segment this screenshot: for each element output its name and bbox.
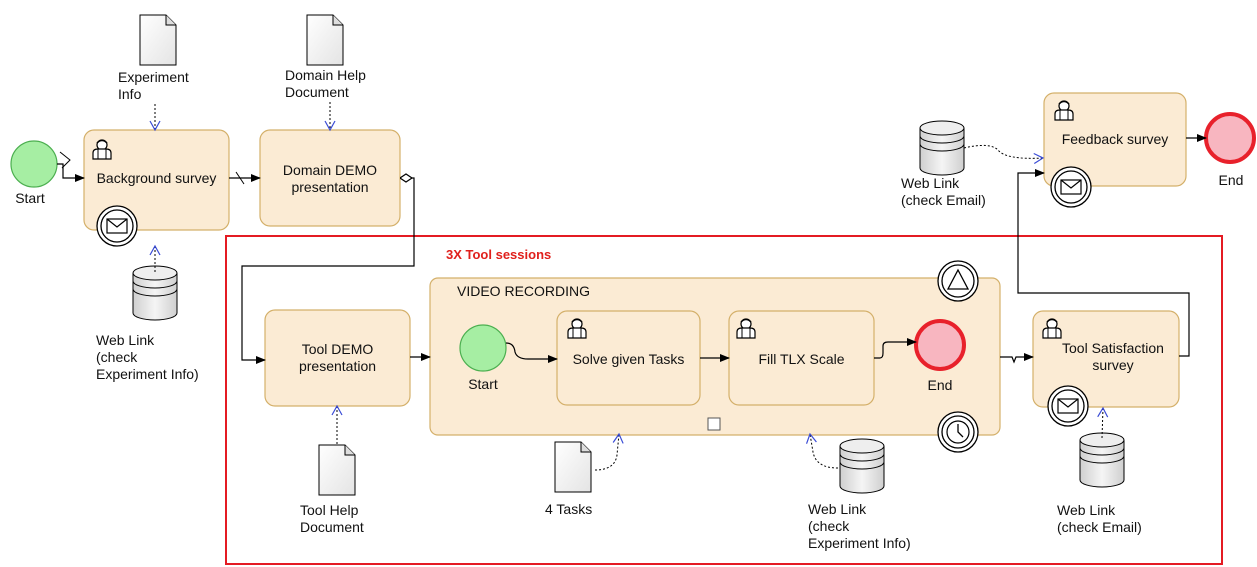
tool-sessions-label: 3X Tool sessions: [446, 247, 552, 262]
envelope-icon[interactable]: [1047, 385, 1089, 427]
data-associations: [149, 102, 1109, 471]
video-recording-subprocess[interactable]: [429, 277, 1001, 436]
task-label-domain-demo: Domain DEMO presentation: [282, 162, 378, 195]
task-label-tool-demo: Tool DEMO presentation: [298, 341, 377, 374]
database-icon: [1079, 432, 1125, 488]
web-link-email-label-2: Web Link (check Email): [1057, 502, 1142, 535]
database-icon: [132, 265, 178, 321]
web-link-experiment-label-2: Web Link (check Experiment Info): [808, 501, 911, 551]
envelope-icon[interactable]: [1050, 166, 1092, 208]
four-tasks-label: 4 Tasks: [545, 501, 593, 517]
sequence-flows: [57, 134, 1207, 362]
database-icon: [839, 438, 885, 494]
web-link-experiment-label-1: Web Link (check Experiment Info): [96, 332, 199, 382]
envelope-icon[interactable]: [96, 205, 138, 247]
end-sub-label: End: [927, 377, 953, 393]
experiment-info-label: Experiment Info: [118, 69, 189, 102]
document-icon: [306, 14, 344, 66]
triangle-signal-icon[interactable]: [937, 260, 979, 302]
document-icon: [318, 444, 356, 496]
task-label-fill-tlx: Fill TLX Scale: [758, 351, 845, 367]
video-recording-title: VIDEO RECORDING: [457, 283, 591, 299]
document-icon: [554, 441, 592, 493]
end-event-sub[interactable]: [914, 319, 966, 371]
end-label: End: [1218, 172, 1244, 188]
tool-sessions-group-border: [225, 235, 1223, 565]
task-feedback-survey[interactable]: [1043, 92, 1187, 187]
database-icon: [919, 120, 965, 176]
start-event-sub[interactable]: [459, 324, 507, 372]
end-event[interactable]: [1204, 112, 1256, 164]
clock-timer-icon[interactable]: [937, 411, 979, 453]
tool-help-label: Tool Help Document: [300, 502, 364, 535]
collapse-marker[interactable]: [707, 417, 721, 431]
task-label-solve-tasks: Solve given Tasks: [572, 351, 685, 367]
start-event[interactable]: [10, 140, 58, 188]
web-link-email-label-1: Web Link (check Email): [901, 175, 986, 208]
task-label-tool-satisfaction: Tool Satisfaction survey: [1062, 340, 1164, 373]
start-sub-label: Start: [468, 376, 498, 392]
document-icon: [139, 14, 177, 66]
start-label: Start: [15, 190, 45, 206]
task-label-background-survey: Background survey: [96, 170, 217, 186]
domain-help-label: Domain Help Document: [285, 67, 366, 100]
task-label-feedback-survey: Feedback survey: [1061, 131, 1169, 147]
